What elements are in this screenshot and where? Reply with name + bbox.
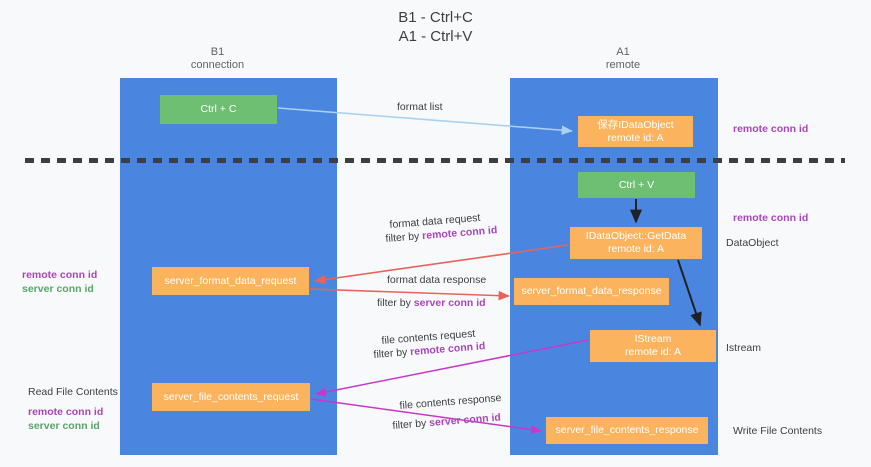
page-title: B1 - Ctrl+C A1 - Ctrl+V xyxy=(0,8,871,46)
column-header-b1-sub: connection xyxy=(190,59,245,71)
annotation-text: remote conn id xyxy=(733,123,809,135)
edge-label-format-data-response: format data response xyxy=(387,274,487,286)
node-server-format-data-request-label: server_format_data_request xyxy=(164,274,297,287)
column-header-a1-name: A1 xyxy=(616,46,630,58)
filter-prefix: filter by xyxy=(377,297,414,309)
edge-label-format-list: format list xyxy=(397,101,443,113)
node-save-idataobject-line2: remote id: A xyxy=(607,131,664,144)
edge-label-format-data-response-filter: filter by server conn id xyxy=(377,296,486,310)
annotation-remote-conn-id: remote conn id xyxy=(22,269,98,281)
filter-prefix: filter by xyxy=(392,417,430,432)
annotation-text: remote conn id xyxy=(733,212,809,224)
column-header-a1: A1 remote xyxy=(548,46,698,72)
annotation-server-conn-id: server conn id xyxy=(22,283,94,295)
filter-prefix: filter by xyxy=(385,230,423,245)
title-line-2: A1 - Ctrl+V xyxy=(398,28,473,45)
node-istream-line1: IStream xyxy=(634,333,672,345)
node-getdata-line2: remote id: A xyxy=(607,243,665,255)
node-server-file-contents-request[interactable]: server_file_contents_request xyxy=(152,383,310,411)
annotation-left-conn-ids-format: remote conn id server conn id xyxy=(22,268,97,296)
annotation-text: Write File Contents xyxy=(733,425,823,437)
node-ctrl-v-label: Ctrl + V xyxy=(618,178,655,191)
annotation-server-conn-id: server conn id xyxy=(28,420,100,432)
node-save-idataobject[interactable]: 保存IDataObject remote id: A xyxy=(578,116,693,147)
annotation-right-write-file-contents: Write File Contents xyxy=(733,424,822,438)
node-istream[interactable]: IStream remote id: A xyxy=(590,330,716,362)
node-ctrl-c[interactable]: Ctrl + C xyxy=(160,95,277,124)
edge-format-data-response xyxy=(309,288,510,301)
node-server-file-contents-response-label: server_file_contents_response xyxy=(555,424,699,436)
annotation-right-remote-conn-id-mid: remote conn id xyxy=(733,211,808,225)
node-save-idataobject-line1: 保存IDataObject xyxy=(597,118,674,131)
node-server-format-data-response-label: server_format_data_response xyxy=(521,285,662,297)
node-server-format-data-request[interactable]: server_format_data_request xyxy=(152,267,309,295)
filter-key-server-conn-id: server conn id xyxy=(413,297,486,309)
annotation-right-istream: Istream xyxy=(726,341,761,355)
column-header-b1-name: B1 xyxy=(210,46,225,58)
filter-prefix: filter by xyxy=(373,346,411,361)
node-istream-line2: remote id: A xyxy=(624,346,682,358)
filter-key-server-conn-id: server conn id xyxy=(428,411,502,430)
annotation-text: Istream xyxy=(726,342,762,354)
annotation-text: DataObject xyxy=(726,237,779,249)
edge-label-file-contents-response: file contents response xyxy=(399,391,502,412)
annotation-right-remote-conn-id-top: remote conn id xyxy=(733,122,808,136)
node-getdata-line1: IDataObject::GetData xyxy=(585,230,687,242)
node-server-file-contents-response[interactable]: server_file_contents_response xyxy=(546,417,708,444)
dashed-divider xyxy=(25,158,845,163)
annotation-left-read-file-contents-group: Read File Contents remote conn id server… xyxy=(28,385,118,433)
annotation-remote-conn-id: remote conn id xyxy=(28,406,104,418)
column-header-a1-sub: remote xyxy=(605,59,641,71)
title-line-1: B1 - Ctrl+C xyxy=(398,9,473,26)
node-ctrl-c-label: Ctrl + C xyxy=(200,103,237,115)
node-server-format-data-response[interactable]: server_format_data_response xyxy=(514,278,669,305)
node-idataobject-getdata[interactable]: IDataObject::GetData remote id: A xyxy=(570,227,702,259)
annotation-right-dataobject: DataObject xyxy=(726,236,779,250)
edge-label-file-contents-response-filter: filter by server conn id xyxy=(392,410,501,432)
column-header-b1: B1 connection xyxy=(150,46,285,72)
node-ctrl-v[interactable]: Ctrl + V xyxy=(578,172,695,198)
node-server-file-contents-request-label: server_file_contents_request xyxy=(163,390,299,403)
annotation-read-file-contents: Read File Contents xyxy=(28,386,118,398)
